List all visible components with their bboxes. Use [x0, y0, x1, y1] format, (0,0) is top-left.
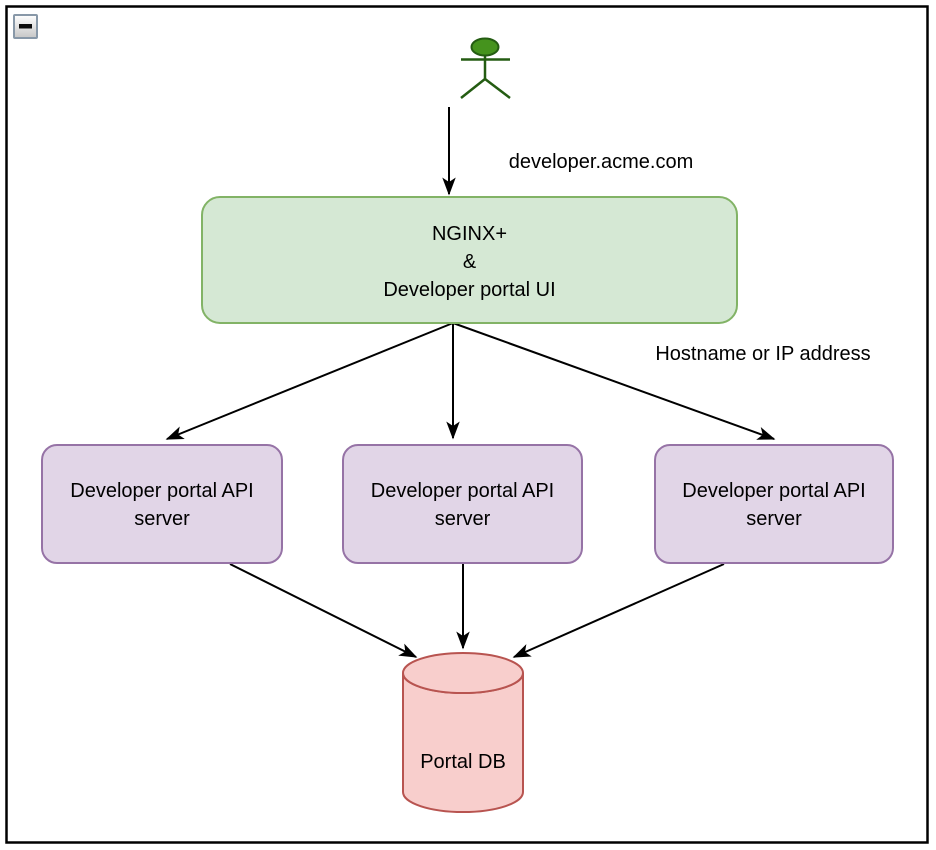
api-server-1-box — [41, 444, 283, 564]
database-label: Portal DB — [420, 751, 506, 773]
edge-api3-to-db — [512, 563, 725, 658]
api-server-1-label-line2: server — [134, 508, 190, 530]
node-api-server-2: Developer portal API server — [342, 444, 583, 564]
gateway-label-line1: NGINX+ — [432, 223, 507, 245]
api-server-3-label-line2: server — [746, 508, 802, 530]
node-gateway: NGINX+ & Developer portal UI — [201, 196, 738, 324]
gateway-label-line3: Developer portal UI — [383, 279, 555, 301]
api-server-3-box — [654, 444, 894, 564]
ingress-url-label: developer.acme.com — [509, 151, 694, 173]
database-cylinder-top — [402, 652, 524, 694]
actor-head — [470, 37, 500, 57]
api-server-3-label-line1: Developer portal API — [682, 480, 865, 502]
edge-gateway-to-api1 — [165, 322, 454, 440]
edge-api1-to-db — [229, 563, 418, 658]
routing-note-label: Hostname or IP address — [655, 343, 870, 365]
node-database: Portal DB — [402, 652, 524, 813]
api-server-2-label-line1: Developer portal API — [371, 480, 554, 502]
gateway-label-line2: & — [463, 251, 477, 273]
node-api-server-3: Developer portal API server — [654, 444, 894, 564]
node-api-server-1: Developer portal API server — [41, 444, 283, 564]
actor-legs — [460, 77, 511, 99]
stick-figure-icon — [460, 37, 511, 99]
collapse-button[interactable] — [13, 14, 38, 39]
api-server-2-box — [342, 444, 583, 564]
api-server-2-label-line2: server — [435, 508, 491, 530]
edge-gateway-to-api3 — [452, 322, 776, 440]
gateway-box — [201, 196, 738, 324]
minus-icon — [19, 24, 32, 29]
api-server-1-label-line1: Developer portal API — [70, 480, 253, 502]
